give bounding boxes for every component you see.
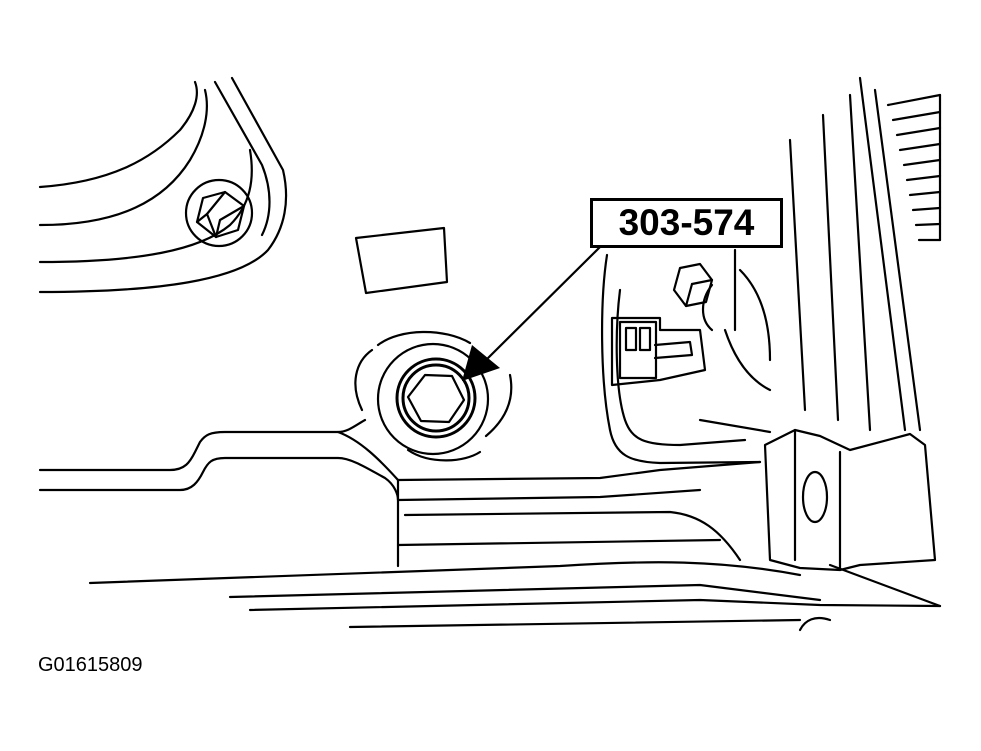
drain-plug-hex-icon — [354, 330, 513, 462]
cooling-fins — [886, 93, 942, 242]
figure-id-label: G01615809 — [38, 654, 143, 676]
sensor-housing-outline — [600, 248, 772, 465]
tool-number-label: 303-574 — [618, 202, 755, 243]
lower-case-outline — [38, 418, 942, 632]
upper-housing-outline — [38, 76, 288, 294]
arrow-icon — [462, 245, 602, 381]
electrical-connector-icon — [610, 316, 707, 387]
tool-number-callout: 303-574 — [590, 198, 783, 248]
rectangular-pad — [354, 226, 449, 295]
hex-bolt-icon — [184, 178, 254, 248]
hex-bolt-icon — [672, 262, 714, 308]
right-side-bracket — [763, 76, 937, 572]
